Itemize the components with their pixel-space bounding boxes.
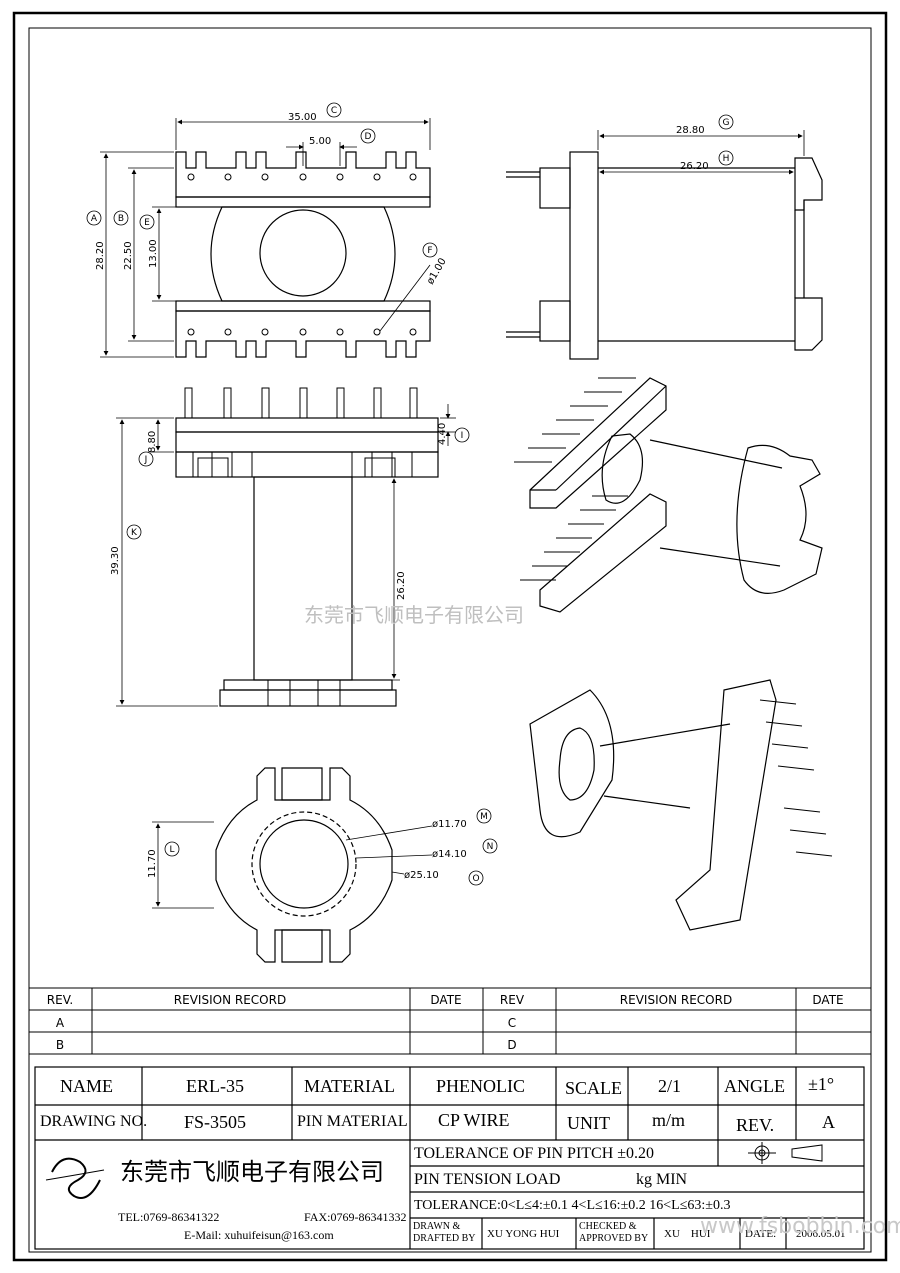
angle-value: ±1° (808, 1074, 835, 1094)
drawn-by-value: XU YONG HUI (487, 1228, 560, 1240)
rev-row-d: D (507, 1038, 516, 1052)
dim-26-20-side: 26.20 (680, 161, 709, 172)
callout-i: I (461, 431, 464, 441)
pin-tension-unit: kg MIN (636, 1171, 688, 1188)
pin-material-value: CP WIRE (438, 1110, 510, 1130)
callout-c: C (331, 106, 337, 116)
company-name: 东莞市飞顺电子有限公司 (120, 1158, 384, 1186)
rev-row-a: A (56, 1016, 65, 1030)
drawing-frame (12, 11, 888, 1262)
dim-dia-11-70: ø11.70 (432, 819, 467, 830)
company-logo (45, 1157, 105, 1199)
callout-a: A (91, 214, 98, 224)
scale-value: 2/1 (658, 1076, 682, 1096)
callout-d: D (365, 132, 372, 142)
dim-35-00: 35.00 (288, 112, 317, 123)
callout-k: K (131, 528, 138, 538)
title-block (34, 1066, 865, 1250)
end-view-dimensions (152, 821, 433, 909)
dim-dia-25-10: ø25.10 (404, 870, 439, 881)
rev-header-date-2: DATE (812, 993, 843, 1007)
pin-tension: PIN TENSION LOAD (414, 1171, 561, 1188)
material-value: PHENOLIC (436, 1076, 525, 1096)
dim-28-20: 28.20 (95, 241, 106, 270)
isometric-view-2 (529, 679, 833, 931)
callout-l: L (169, 845, 174, 855)
date-label: DATE: (745, 1228, 777, 1240)
name-label: NAME (60, 1076, 113, 1096)
isometric-view-1 (514, 377, 823, 613)
checked-by-label: CHECKED & APPROVED BY (579, 1221, 649, 1244)
dim-13-00: 13.00 (148, 239, 159, 268)
scale-label: SCALE (565, 1078, 623, 1098)
callout-f: F (427, 246, 432, 256)
drawing-no-value: FS-3505 (184, 1112, 247, 1132)
angle-label: ANGLE (724, 1076, 785, 1096)
drawing-no-label: DRAWING NO. (40, 1113, 148, 1130)
dim-39-30: 39.30 (110, 546, 121, 575)
dim-8-80: 8.80 (147, 431, 158, 453)
name-value: ERL-35 (186, 1076, 244, 1096)
top-view-dim-labels: 35.00 5.00 28.20 22.50 13.00 ø1.00 (95, 112, 449, 287)
dim-11-70: 11.70 (147, 849, 158, 878)
callout-j: J (144, 455, 148, 465)
rev-row-c: C (508, 1016, 516, 1030)
rev-row-b: B (56, 1038, 64, 1052)
dim-4-40: 4.40 (437, 423, 448, 445)
callout-n: N (487, 842, 494, 852)
top-view-dimensions (100, 118, 431, 358)
callout-m: M (480, 812, 488, 822)
pin-material-label: PIN MATERIAL (297, 1113, 408, 1130)
rev-header-rev-2: REV (500, 993, 525, 1007)
rev-header-rev: REV. (47, 993, 73, 1007)
rev-header-date: DATE (430, 993, 461, 1007)
top-view (175, 151, 431, 358)
dim-dia-14-10: ø14.10 (432, 849, 467, 860)
email: E-Mail: xuhuifeisun@163.com (184, 1228, 334, 1242)
dim-28-80: 28.80 (676, 125, 705, 136)
general-tolerance: TOLERANCE:0<L≤4:±0.1 4<L≤16:±0.2 16<L≤63… (414, 1198, 731, 1213)
rev-header-record: REVISION RECORD (174, 993, 286, 1007)
front-view-dimensions (116, 404, 456, 707)
dim-pin-dia: ø1.00 (425, 256, 449, 286)
dim-5-00: 5.00 (309, 136, 331, 147)
pin-pitch-tolerance: TOLERANCE OF PIN PITCH ±0.20 (414, 1145, 655, 1162)
material-label: MATERIAL (304, 1076, 395, 1096)
fax: FAX:0769-86341332 (304, 1210, 407, 1224)
rev-label: REV. (736, 1115, 775, 1135)
callout-o: O (472, 874, 479, 884)
dim-26-20-front: 26.20 (396, 571, 407, 600)
drawing-border (28, 27, 872, 1253)
revision-table (28, 987, 872, 1055)
unit-value: m/m (652, 1110, 686, 1130)
rev-value: A (822, 1112, 835, 1132)
callout-g: G (723, 118, 730, 128)
callout-h: H (723, 154, 730, 164)
watermark: 东莞市飞顺电子有限公司 (304, 603, 524, 627)
side-view-dimensions (597, 130, 805, 175)
callout-e: E (144, 218, 150, 228)
front-view (175, 387, 439, 707)
side-view (506, 151, 823, 360)
site-watermark: www.fsbobbin.com (700, 1214, 900, 1239)
dim-22-50: 22.50 (123, 241, 134, 270)
date-value: 2006.05.01 (796, 1228, 846, 1240)
checked-by-value: XU HUI (664, 1228, 711, 1240)
end-view (215, 767, 393, 963)
unit-label: UNIT (567, 1113, 610, 1133)
rev-header-record-2: REVISION RECORD (620, 993, 732, 1007)
projection-symbol (748, 1142, 823, 1164)
callout-b: B (118, 214, 124, 224)
callout-markers (86, 102, 734, 886)
telephone: TEL:0769-86341322 (118, 1210, 220, 1224)
drawn-by-label: DRAWN & DRAFTED BY (413, 1221, 476, 1244)
